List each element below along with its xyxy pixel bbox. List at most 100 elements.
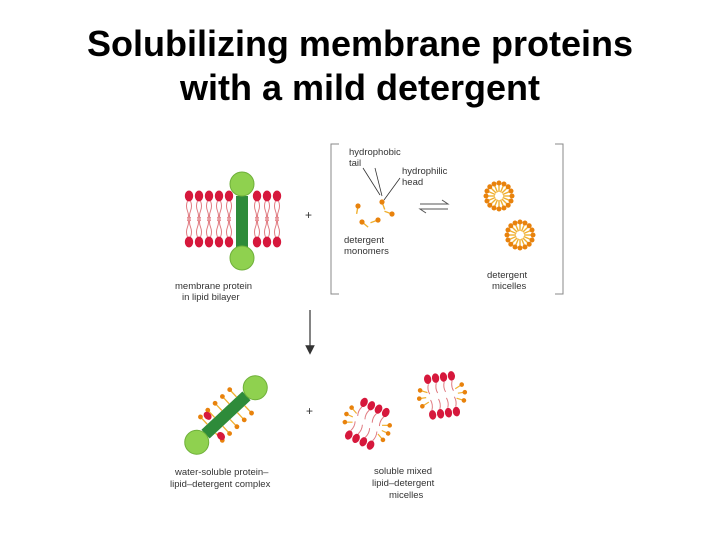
- bracket-left: [330, 143, 339, 295]
- lipid-head-top: [184, 190, 194, 202]
- mixed-micelles: [342, 371, 468, 450]
- label-head: head: [402, 177, 423, 188]
- complex-detergent-head: [198, 414, 203, 420]
- lipid-head-bottom: [184, 236, 194, 248]
- complex-detergent-head: [205, 407, 211, 413]
- complex-detergent-head: [212, 400, 218, 406]
- detergent-micelles: [483, 180, 536, 251]
- lipid-head-top: [204, 190, 214, 202]
- detergent-head: [359, 219, 365, 225]
- lipid-tail-bottom: [257, 216, 260, 238]
- micelle-head: [487, 202, 493, 208]
- micelle-head: [496, 206, 502, 212]
- mixed-lipid-head: [444, 407, 453, 418]
- equilibrium-bracket: [330, 143, 564, 295]
- lipid-head-top: [252, 190, 262, 202]
- lipid-tail-bottom: [186, 216, 189, 238]
- micelle-head: [526, 241, 532, 247]
- lipid-head-bottom: [214, 236, 224, 248]
- slide-title: Solubilizing membrane proteins with a mi…: [0, 22, 720, 110]
- micelle-tail: [520, 224, 525, 232]
- mixed-detergent-head: [416, 396, 422, 401]
- mixed-detergent-head: [461, 398, 467, 403]
- pointer-tail-2: [374, 167, 383, 197]
- lipid-tail-bottom: [264, 216, 267, 238]
- micelle-tail: [520, 238, 525, 246]
- micelle-head: [505, 184, 511, 190]
- lipid-head-top: [194, 190, 204, 202]
- pointer-head: [383, 177, 401, 201]
- micelle-head: [501, 205, 507, 211]
- micelle-head: [505, 237, 511, 243]
- complex-protein-top: [242, 375, 268, 401]
- micelle-head: [487, 184, 493, 190]
- mixed-micelle: [342, 397, 392, 450]
- label-complex-1: water-soluble protein–: [174, 467, 269, 478]
- lipid-tail-bottom: [219, 216, 222, 238]
- micelle-head: [496, 180, 502, 186]
- detergent-head: [375, 217, 381, 223]
- mixed-detergent-head: [344, 411, 349, 417]
- pointer-lines: [362, 167, 401, 201]
- micelle-head: [522, 220, 528, 226]
- mixed-detergent-head: [459, 382, 465, 387]
- label-detergent-2: detergent: [487, 270, 528, 281]
- pointer-tail-1: [362, 167, 381, 196]
- mixed-lipid-head: [381, 407, 390, 418]
- detergent-head: [355, 203, 361, 209]
- label-membrane-protein-1: membrane protein: [175, 281, 252, 292]
- label-micelles: micelles: [492, 281, 527, 292]
- lipid-head-top: [272, 190, 282, 202]
- micelle-tail: [522, 226, 529, 233]
- complex-detergent-head: [241, 417, 247, 423]
- micelle-tail: [488, 191, 496, 196]
- title-line-1: Solubilizing membrane proteins: [86, 23, 634, 64]
- label-hydrophobic: hydrophobic: [349, 147, 401, 158]
- micelle-tail: [511, 237, 518, 244]
- complex-detergent-head: [234, 424, 240, 430]
- label-mixed-3: micelles: [389, 490, 424, 501]
- lipid-head-bottom: [204, 236, 214, 248]
- detergent-head: [379, 199, 385, 205]
- protein-bottom-domain: [229, 245, 255, 271]
- micelle-tail: [502, 196, 510, 201]
- micelle-head: [508, 188, 514, 194]
- micelle-tail: [509, 235, 517, 240]
- lipid-head-bottom: [224, 236, 234, 248]
- mixed-lipid-head: [367, 401, 376, 411]
- label-detergent-1: detergent: [344, 235, 385, 246]
- protein-lipid-detergent-complex: [184, 375, 268, 455]
- micelle-head: [508, 223, 514, 229]
- lipid-tail-bottom: [199, 216, 202, 238]
- mixed-detergent-head: [417, 388, 423, 393]
- detergent-monomers: [355, 199, 395, 228]
- micelle-head: [504, 232, 510, 238]
- mixed-lipid-head: [352, 433, 360, 443]
- lipid-tail-bottom: [189, 216, 192, 238]
- complex-lipid-head: [203, 411, 212, 420]
- micelle-head: [509, 193, 515, 199]
- mixed-detergent-head: [342, 419, 348, 425]
- micelle-tail: [515, 238, 520, 246]
- micelle-tail: [523, 230, 531, 235]
- mixed-detergent-head: [380, 437, 386, 443]
- micelle-head: [529, 227, 535, 233]
- lipid-tail-bottom: [209, 216, 212, 238]
- mixed-micelle: [416, 371, 468, 420]
- micelle-head: [484, 198, 490, 204]
- micelle-core: [517, 232, 523, 238]
- micelle-head: [529, 237, 535, 243]
- micelle-head: [512, 220, 518, 226]
- lipid-head-bottom: [252, 236, 262, 248]
- membrane-protein: [229, 171, 255, 271]
- micelle-tail: [494, 199, 499, 207]
- lipid-tail-bottom: [267, 216, 270, 238]
- mixed-lipid-head: [452, 406, 461, 417]
- micelle-head: [530, 232, 536, 238]
- micelle-tail: [501, 198, 508, 205]
- plus-sign-bottom: +: [306, 404, 313, 418]
- label-membrane-protein-2: in lipid bilayer: [182, 292, 240, 303]
- complex-detergent-head: [227, 431, 232, 436]
- equilibrium-arrows: [418, 199, 450, 214]
